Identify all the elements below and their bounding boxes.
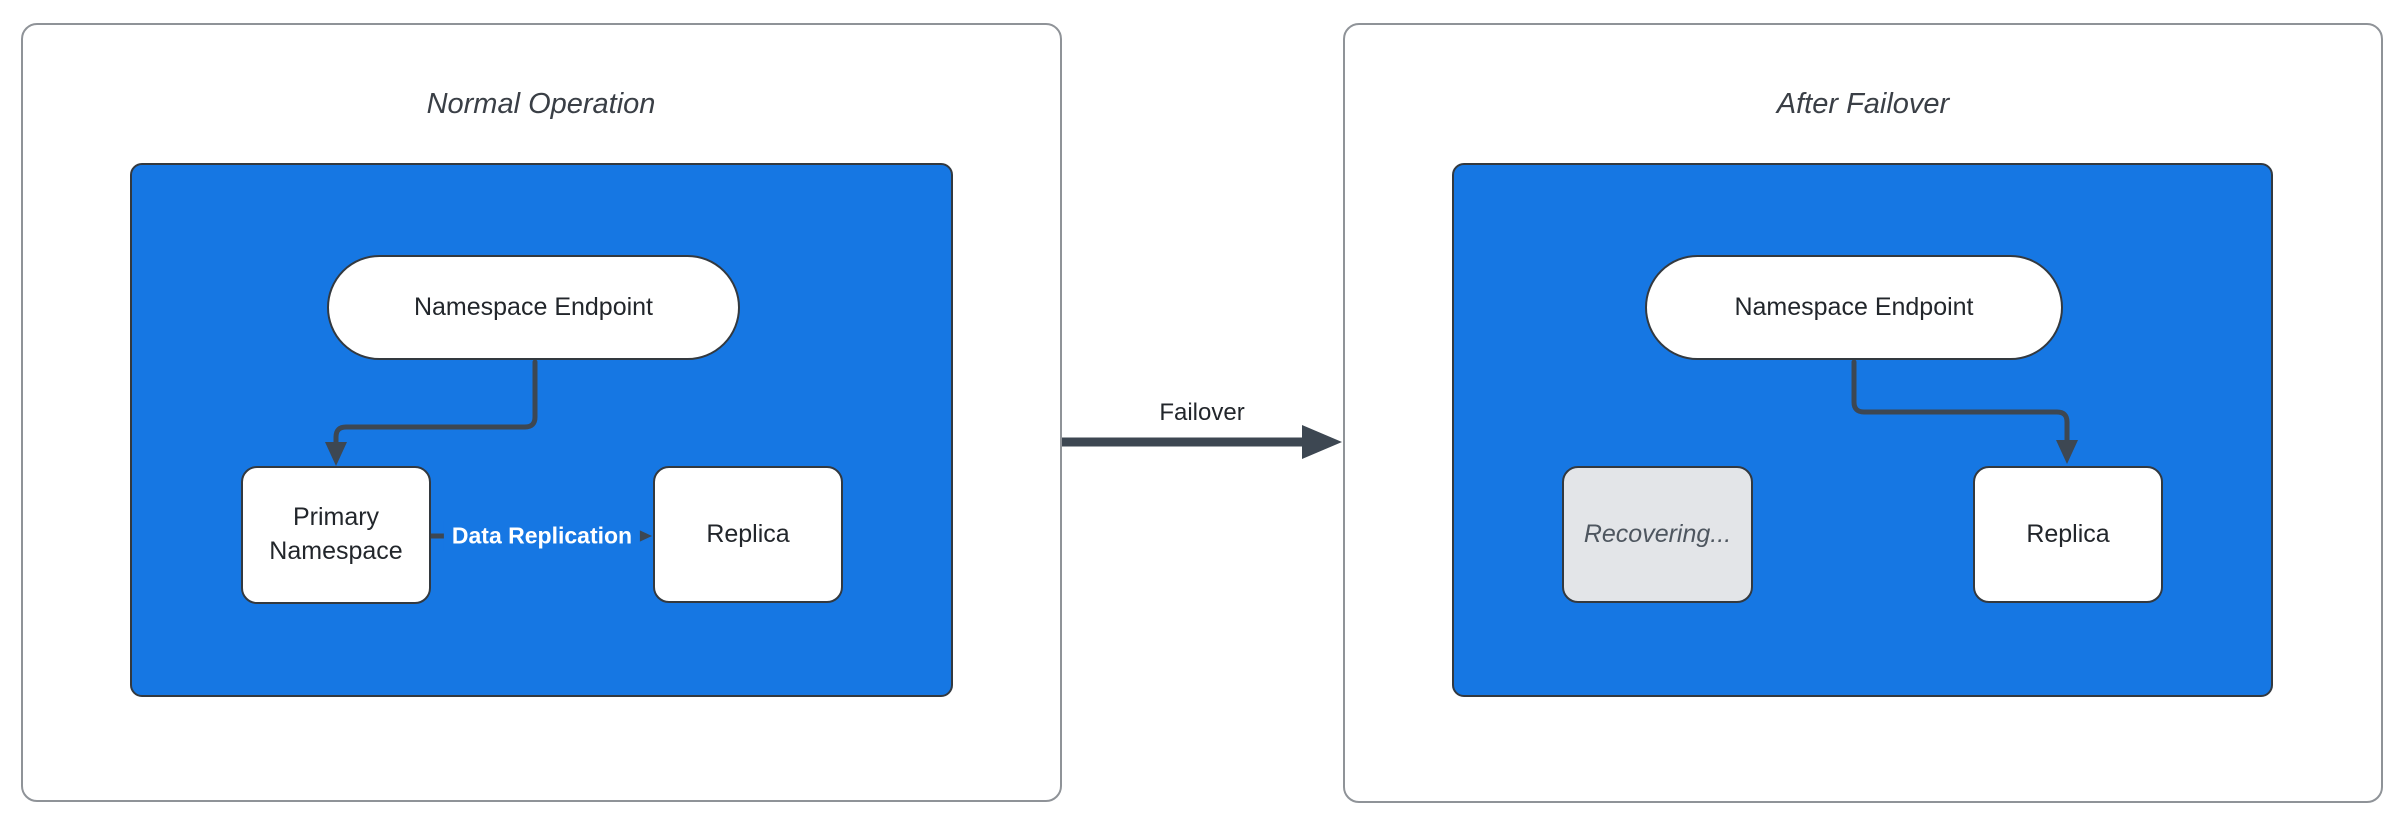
cluster-normal-operation — [130, 163, 953, 697]
node-primary-namespace: Primary Namespace — [241, 466, 431, 604]
node-replica-normal: Replica — [653, 466, 843, 603]
edge-failover-arrowhead — [1302, 425, 1342, 459]
panel-title-normal-operation: Normal Operation — [426, 88, 656, 120]
node-replica-failover: Replica — [1973, 466, 2163, 603]
edge-label-failover: Failover — [1159, 399, 1245, 426]
node-namespace-endpoint-normal: Namespace Endpoint — [327, 255, 740, 360]
cluster-after-failover — [1452, 163, 2273, 697]
node-recovering: Recovering... — [1562, 466, 1753, 603]
edge-label-data-replication: Data Replication — [443, 520, 641, 552]
node-namespace-endpoint-failover: Namespace Endpoint — [1645, 255, 2063, 360]
panel-title-after-failover: After Failover — [1776, 88, 1950, 120]
